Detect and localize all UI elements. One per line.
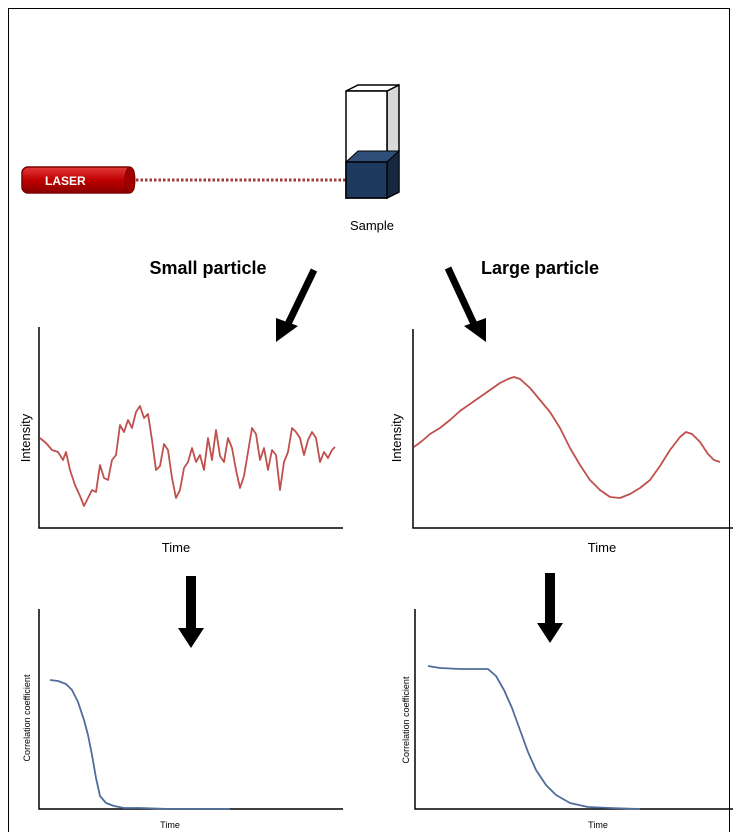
large-intensity-xlabel: Time — [588, 540, 616, 555]
large-intensity-ylabel: Intensity — [389, 413, 404, 462]
small-particle-heading: Small particle — [149, 258, 266, 278]
small-intensity-xlabel: Time — [162, 540, 190, 555]
small-down-arrow — [178, 576, 204, 648]
laser-end-cap — [124, 166, 136, 194]
small-correlation-plot: Correlation coefficient Time — [22, 609, 343, 830]
small-intensity-axes — [38, 327, 343, 529]
large-correlation-trace — [427, 665, 641, 810]
small-intensity-trace — [39, 405, 336, 507]
large-correlation-xlabel: Time — [588, 820, 608, 830]
small-intensity-ylabel: Intensity — [18, 413, 33, 462]
large-correlation-plot: Correlation coefficient Time — [401, 609, 733, 830]
large-intensity-trace — [413, 376, 721, 499]
small-particle-arrow — [276, 268, 318, 342]
figure-frame — [8, 8, 730, 832]
large-intensity-plot: Intensity Time — [389, 329, 733, 555]
large-down-arrow — [537, 573, 563, 643]
laser: LASER — [21, 166, 136, 194]
large-correlation-axes — [414, 609, 733, 810]
large-correlation-ylabel: Correlation coefficient — [401, 676, 411, 763]
small-intensity-plot: Intensity Time — [18, 327, 343, 555]
large-intensity-axes — [412, 329, 733, 529]
sample-label: Sample — [350, 218, 394, 233]
small-correlation-trace — [49, 679, 230, 810]
sample-liquid — [345, 161, 388, 199]
small-correlation-axes — [38, 609, 343, 810]
laser-label: LASER — [45, 174, 86, 188]
small-correlation-ylabel: Correlation coefficient — [22, 674, 32, 761]
large-particle-heading: Large particle — [481, 258, 599, 278]
small-correlation-xlabel: Time — [160, 820, 180, 830]
large-particle-arrow — [444, 266, 486, 342]
sample-cuvette — [344, 83, 401, 200]
